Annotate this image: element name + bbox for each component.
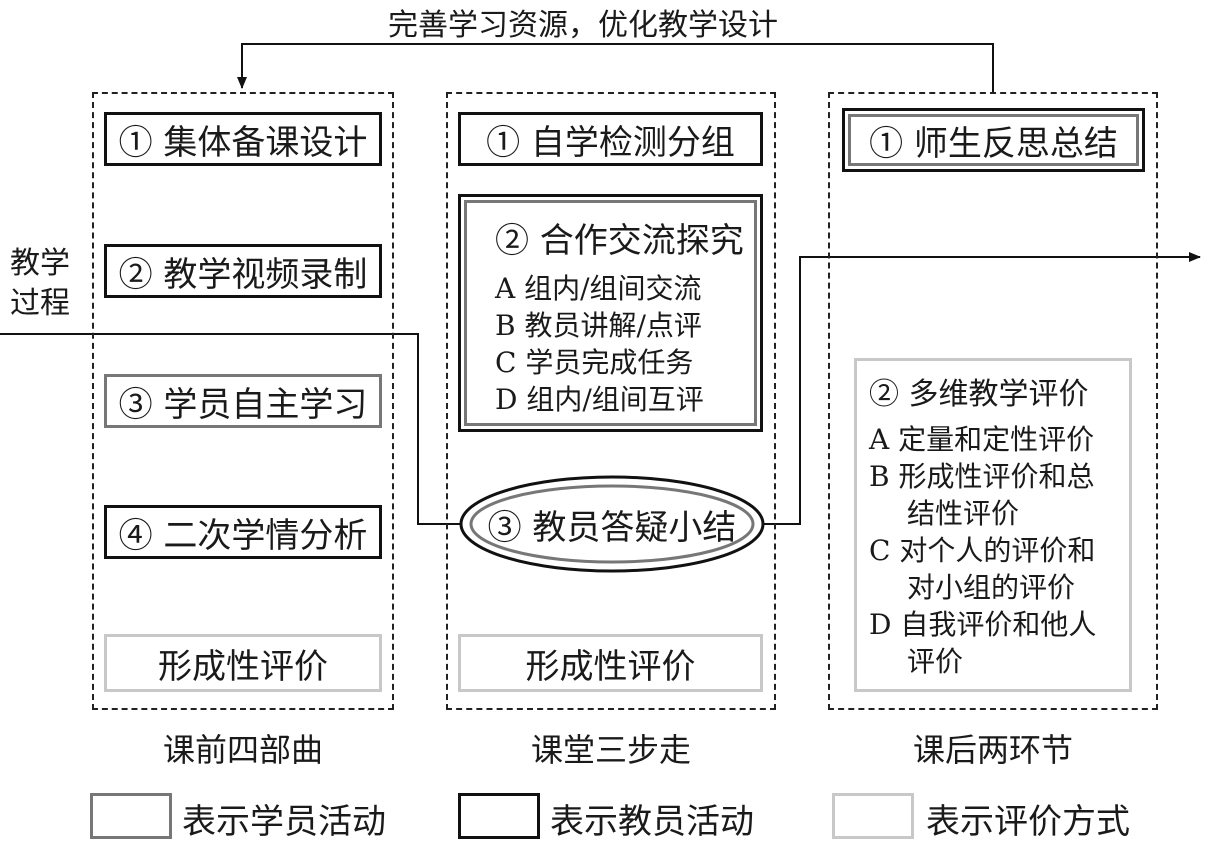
in-class-step-2-inner: ② 合作交流探究 A 组内/组间交流 B 教员讲解/点评 C 学员完成任务 D … xyxy=(464,200,757,426)
legend-student-swatch xyxy=(90,793,172,839)
answer-summary-ellipse-inner xyxy=(469,484,755,564)
in-class-step-2-box: ② 合作交流探究 A 组内/组间交流 B 教员讲解/点评 C 学员完成任务 D … xyxy=(458,194,763,432)
process-label-line-2: 过程 xyxy=(10,286,70,321)
post-class-line-2: B 形成性评价和总 xyxy=(869,460,1095,493)
pre-class-step-1: ① 集体备课设计 xyxy=(104,112,382,166)
legend-teacher-label: 表示教员活动 xyxy=(550,802,754,842)
pre-class-evaluation: 形成性评价 xyxy=(104,634,382,692)
post-class-line-1: A 定量和定性评价 xyxy=(869,423,1095,456)
pre-class-caption: 课前四部曲 xyxy=(162,731,323,769)
post-class-caption: 课后两环节 xyxy=(912,731,1073,769)
in-class-step-2-title: ② 合作交流探究 xyxy=(495,221,744,261)
in-class-step-3: ③ 教员答疑小结 xyxy=(487,507,737,548)
post-class-line-5: 对小组的评价 xyxy=(907,571,1076,604)
post-class-line-4: C 对个人的评价和 xyxy=(869,534,1096,567)
post-class-column xyxy=(828,92,1158,710)
in-class-step-1: ① 自学检测分组 xyxy=(458,112,763,166)
in-class-step-2-item-c: C 学员完成任务 xyxy=(495,346,694,379)
feedback-label: 完善学习资源，优化教学设计 xyxy=(388,8,778,43)
post-class-step-2-title: ② 多维教学评价 xyxy=(869,377,1089,412)
legend-evaluation-label: 表示评价方式 xyxy=(926,802,1130,842)
process-label: 教学 过程 xyxy=(10,244,70,324)
post-class-step-1-box: ① 师生反思总结 xyxy=(842,108,1145,172)
pre-class-column xyxy=(92,92,394,710)
pre-class-step-2: ② 教学视频录制 xyxy=(104,244,382,298)
in-class-caption: 课堂三步走 xyxy=(530,731,691,769)
legend-teacher-swatch xyxy=(458,793,540,839)
in-class-column xyxy=(446,92,776,710)
pre-class-step-4: ④ 二次学情分析 xyxy=(104,505,382,559)
pre-class-step-3: ③ 学员自主学习 xyxy=(104,374,382,428)
in-class-step-2-item-a: A 组内/组间交流 xyxy=(495,272,702,305)
legend-student-label: 表示学员活动 xyxy=(182,802,386,842)
legend-evaluation-swatch xyxy=(832,793,914,839)
process-line xyxy=(0,333,460,525)
post-class-step-1: ① 师生反思总结 xyxy=(848,114,1139,166)
post-class-line-7: 评价 xyxy=(907,645,964,678)
post-class-step-2-list: A 定量和定性评价 B 形成性评价和总 结性评价 C 对个人的评价和 对小组的评… xyxy=(869,421,1129,680)
in-class-step-2-list: A 组内/组间交流 B 教员讲解/点评 C 学员完成任务 D 组内/组间互评 xyxy=(495,270,754,418)
in-class-evaluation: 形成性评价 xyxy=(458,634,763,692)
answer-summary-ellipse-outer xyxy=(459,475,765,573)
process-arrow xyxy=(764,252,1201,525)
process-label-line-1: 教学 xyxy=(10,246,70,281)
post-class-step-2-box: ② 多维教学评价 A 定量和定性评价 B 形成性评价和总 结性评价 C 对个人的… xyxy=(854,358,1132,692)
post-class-line-3: 结性评价 xyxy=(907,497,1020,530)
in-class-step-2-item-d: D 组内/组间互评 xyxy=(495,383,704,416)
post-class-line-6: D 自我评价和他人 xyxy=(869,608,1097,641)
in-class-step-2-item-b: B 教员讲解/点评 xyxy=(495,309,702,342)
feedback-arrow xyxy=(237,43,994,92)
